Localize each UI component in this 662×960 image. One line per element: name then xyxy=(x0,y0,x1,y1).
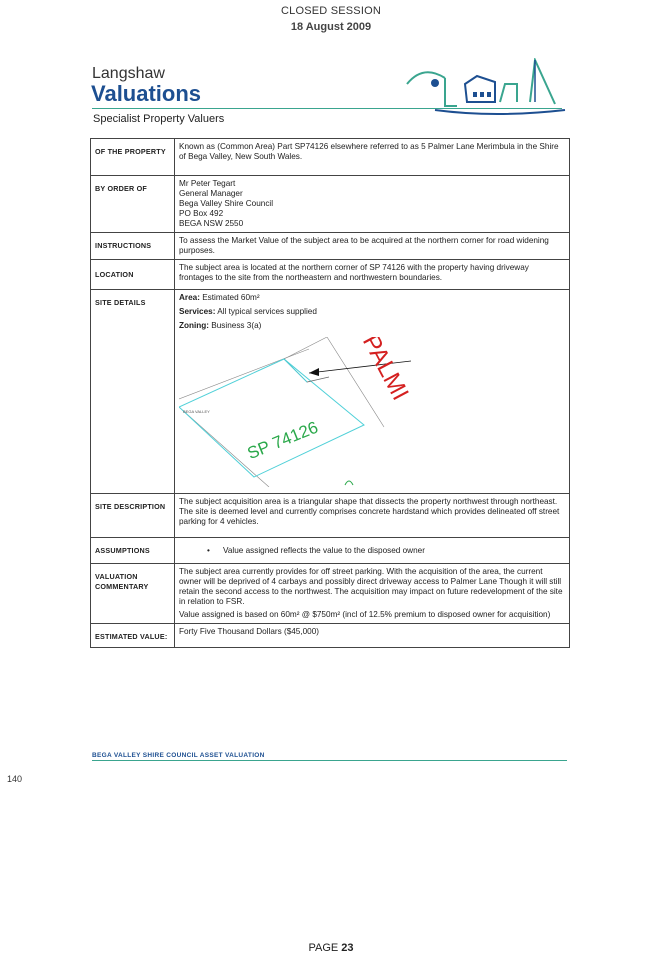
value-site-description: The subject acquisition area is a triang… xyxy=(174,493,570,538)
commentary-basis: Value assigned is based on 60m² @ $750m²… xyxy=(179,610,551,619)
site-services-label: Services: xyxy=(179,307,216,316)
logo-underline xyxy=(92,108,562,109)
value-valuation-commentary: The subject area currently provides for … xyxy=(174,563,570,624)
order-line: Mr Peter Tegart xyxy=(179,179,236,188)
site-area: Area: Estimated 60m² xyxy=(179,293,565,303)
assumption-text: Value assigned reflects the value to the… xyxy=(223,545,425,555)
value-of-property: Known as (Common Area) Part SP74126 else… xyxy=(174,138,570,176)
page-number: PAGE 23 xyxy=(0,942,662,954)
page-number-value: 23 xyxy=(341,942,354,954)
logo-tagline: Specialist Property Valuers xyxy=(93,113,225,125)
label-location: Location xyxy=(90,259,175,290)
valuation-table: Of the property Known as (Common Area) P… xyxy=(90,138,570,648)
assumption-item: • Value assigned reflects the value to th… xyxy=(179,546,565,556)
label-by-order-of: By Order of xyxy=(90,175,175,233)
label-assumptions: Assumptions xyxy=(90,537,175,564)
street-label: PALMI xyxy=(357,337,414,405)
value-estimated-value: Forty Five Thousand Dollars ($45,000) xyxy=(174,623,570,648)
page-prefix: PAGE xyxy=(308,942,342,954)
site-area-label: Area: xyxy=(179,293,200,302)
site-zoning: Zoning: Business 3(a) xyxy=(179,321,565,331)
map-small-label: BEGA VALLEY xyxy=(183,409,210,414)
session-header: CLOSED SESSION xyxy=(281,5,381,17)
value-location: The subject area is located at the north… xyxy=(174,259,570,290)
value-by-order-of: Mr Peter Tegart General Manager Bega Val… xyxy=(174,175,570,233)
site-zoning-value: Business 3(a) xyxy=(211,321,262,330)
site-map: PALMI SP 74126 BEGA VALLEY xyxy=(178,330,414,488)
logo-landscape-icon xyxy=(406,58,566,115)
order-line: Bega Valley Shire Council xyxy=(179,199,274,208)
label-of-property: Of the property xyxy=(90,138,175,176)
order-line: General Manager xyxy=(179,189,243,198)
label-estimated-value: Estimated Value: xyxy=(90,623,175,648)
parcel-label: SP 74126 xyxy=(245,418,321,463)
label-site-description: Site Description xyxy=(90,493,175,538)
order-line: BEGA NSW 2550 xyxy=(179,219,244,228)
footer-title: Bega Valley Shire Council Asset Valuatio… xyxy=(92,752,265,759)
site-area-value: Estimated 60m² xyxy=(202,293,260,302)
bullet-icon: • xyxy=(207,545,210,555)
label-instructions: Instructions xyxy=(90,232,175,260)
logo-name-line2: Valuations xyxy=(91,81,202,106)
site-services-value: All typical services supplied xyxy=(217,307,317,316)
commentary-paragraph: The subject area currently provides for … xyxy=(179,567,563,606)
logo-name-line1: Langshaw xyxy=(92,65,165,82)
order-line: PO Box 492 xyxy=(179,209,224,218)
value-instructions: To assess the Market Value of the subjec… xyxy=(174,232,570,260)
value-site-details: Area: Estimated 60m² Services: All typic… xyxy=(174,289,570,494)
value-assumptions: • Value assigned reflects the value to th… xyxy=(174,537,570,564)
site-services: Services: All typical services supplied xyxy=(179,307,565,317)
side-page-number: 140 xyxy=(7,774,23,784)
meeting-date: 18 August 2009 xyxy=(290,21,372,33)
label-valuation-commentary: Valuation Commentary xyxy=(90,563,175,624)
footer-rule xyxy=(92,760,567,761)
label-site-details: Site Details xyxy=(90,289,175,494)
site-zoning-label: Zoning: xyxy=(179,321,210,330)
